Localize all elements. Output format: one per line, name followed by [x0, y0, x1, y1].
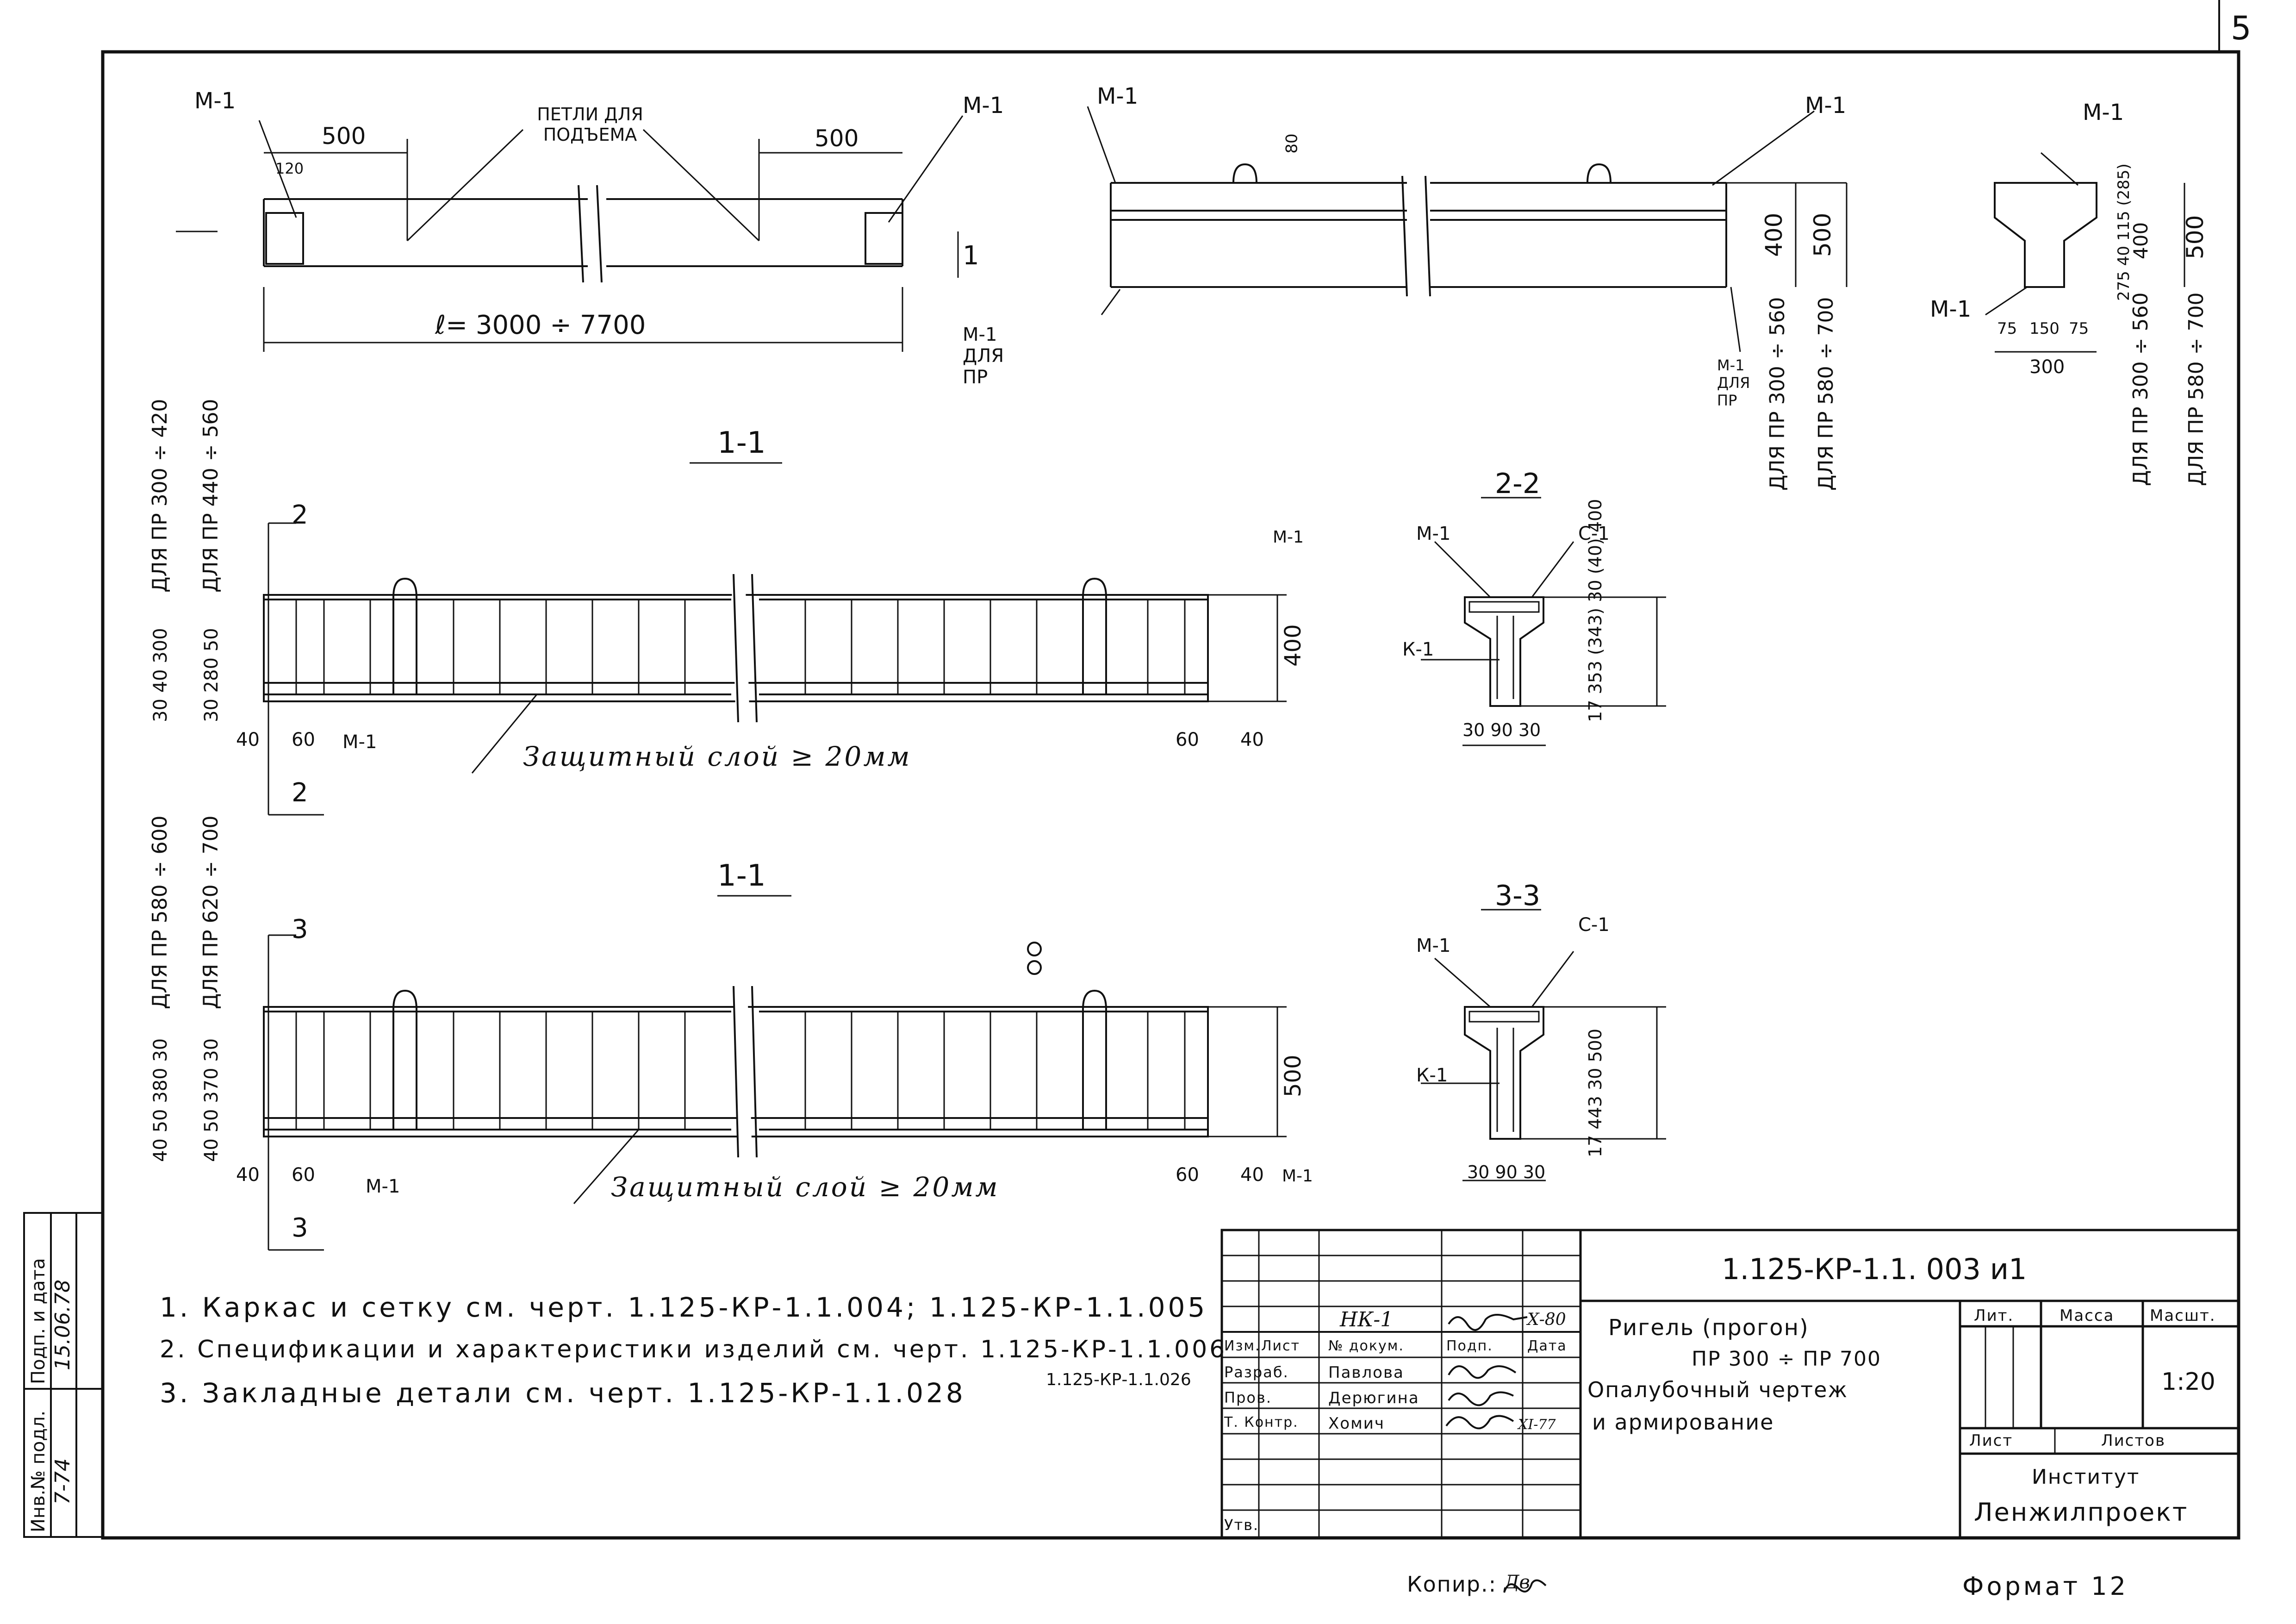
footer-copied: Копир.:: [1407, 1572, 1497, 1597]
sheet-number: 5: [2231, 9, 2252, 47]
label-m1-plan-left: М-1: [194, 88, 236, 114]
end-60-upper-right: 60: [1176, 729, 1199, 750]
protective-layer-lower: Защитный слой ≥ 20мм: [611, 1171, 1000, 1203]
dim-500-left: 500: [322, 123, 366, 150]
end-40-upper: 40: [236, 729, 260, 750]
label-m1-cs-bottom: М-1: [1930, 296, 1972, 322]
section-1-1-title-upper: 1-1: [717, 426, 766, 460]
end-40-lower: 40: [236, 1164, 260, 1186]
note-1: 1. Каркас и сетку см. черт. 1.125-КР-1.1…: [160, 1292, 1208, 1323]
note-3: 3. Закладные детали см. черт. 1.125-КР-1…: [160, 1377, 966, 1409]
elevation-view: [1087, 106, 1848, 352]
protective-layer-upper: Защитный слой ≥ 20мм: [523, 741, 912, 772]
s33-m1: М-1: [1416, 935, 1451, 956]
label-lifting-loops: ПЕТЛИ ДЛЯ ПОДЪЕМА: [537, 104, 643, 145]
s22-bottom-dims: 30 90 30: [1462, 720, 1541, 740]
cs-width-300: 300: [2029, 356, 2065, 378]
title-line-3: Опалубочный чертеж: [1587, 1377, 1848, 1402]
cross-section-3-3: [1421, 909, 1666, 1181]
sheet-label: Лист: [1969, 1431, 2013, 1450]
s33-bottom-dims: 30 90 30: [1467, 1162, 1546, 1182]
cross-section-top: [1985, 152, 2185, 353]
label-m1-plan-right: М-1: [963, 93, 1004, 119]
m1-upper-right: М-1: [1273, 528, 1304, 547]
cs-width-75b: 75: [2069, 319, 2089, 338]
m1-lower-right: М-1: [1282, 1167, 1313, 1186]
side-stamp-grid: [23, 1212, 104, 1538]
cut-mark-3-bottom: 3: [292, 1213, 308, 1243]
role-checker: Пров.: [1224, 1389, 1272, 1406]
title-line-1: Ригель (прогон): [1608, 1315, 1809, 1341]
s22-k1: К-1: [1402, 639, 1434, 660]
dim-80: 80: [1282, 133, 1301, 154]
section-1-1-title-lower: 1-1: [717, 859, 766, 893]
change-label: НК-1: [1340, 1308, 1394, 1331]
label-m1-elev-right: М-1: [1805, 93, 1847, 119]
scale-label: Масшт.: [2150, 1306, 2216, 1325]
footer-copied-sign: Дв: [1504, 1572, 1530, 1593]
name-tech-control: Хомич: [1328, 1414, 1385, 1433]
note-2-extra: 1.125-КР-1.1.026: [1046, 1370, 1191, 1389]
title-line-2: ПР 300 ÷ ПР 700: [1692, 1347, 1882, 1371]
cs-width-75a: 75: [1997, 319, 2017, 338]
end-40-lower-right: 40: [1240, 1164, 1264, 1186]
s22-c1: С-1: [1578, 523, 1610, 544]
cs-width-150: 150: [2029, 319, 2060, 338]
header-date: Дата: [1527, 1338, 1567, 1354]
role-developer: Разраб.: [1224, 1363, 1289, 1381]
end-60-upper: 60: [292, 729, 315, 750]
s22-m1: М-1: [1416, 523, 1451, 544]
role-tech-control: Т. Контр.: [1224, 1414, 1299, 1430]
title-line-4: и армирование: [1592, 1410, 1774, 1435]
section-2-2-title: 2-2: [1495, 468, 1540, 500]
header-list: Лист: [1261, 1338, 1300, 1354]
scale-value: 1:20: [2161, 1368, 2215, 1396]
header-doc: № докум.: [1328, 1338, 1404, 1354]
cut-mark-2: 2: [292, 500, 308, 530]
end-60-lower: 60: [292, 1164, 315, 1186]
end-40-upper-right: 40: [1240, 729, 1264, 750]
label-m1-elev-top: М-1: [1097, 83, 1139, 109]
section-1-1-upper: [263, 462, 1287, 816]
header-izm: Изм.: [1224, 1338, 1261, 1354]
label-m1-cs-top: М-1: [2083, 100, 2124, 125]
sheets-label: Листов: [2101, 1431, 2166, 1450]
label-m1-for-pr-right: М-1 ДЛЯ ПР: [1717, 356, 1750, 409]
cut-mark-3: 3: [292, 914, 308, 944]
dim-500-right: 500: [815, 125, 859, 152]
cut-mark-2-bottom: 2: [292, 778, 308, 808]
label-m1-for-pr: М-1 ДЛЯ ПР: [963, 324, 1004, 388]
m1-lower-left: М-1: [366, 1176, 400, 1197]
cross-section-2-2: [1421, 497, 1666, 746]
sign-date: XI-77: [1518, 1417, 1556, 1433]
footer-format: Формат 12: [1962, 1572, 2128, 1601]
dim-120: 120: [275, 160, 304, 177]
name-developer: Павлова: [1328, 1363, 1404, 1382]
role-approved: Утв.: [1224, 1516, 1259, 1534]
title-block-grid: [1220, 1229, 2240, 1539]
org-line-2: Ленжилпроект: [1974, 1498, 2189, 1527]
section-1-1-lower: [263, 895, 1287, 1251]
note-2: 2. Спецификации и характеристики изделий…: [160, 1336, 1227, 1363]
end-60-lower-right: 60: [1176, 1164, 1199, 1186]
plan-view: [176, 115, 964, 352]
s33-k1: К-1: [1416, 1065, 1448, 1086]
document-code: 1.125-КР-1.1. 003 и1: [1722, 1252, 2027, 1286]
change-date: Х-80: [1527, 1310, 1566, 1329]
header-sign: Подп.: [1446, 1338, 1493, 1354]
org-line-1: Институт: [2032, 1465, 2140, 1489]
section-3-3-title: 3-3: [1495, 880, 1540, 912]
lit-label: Лит.: [1974, 1306, 2014, 1325]
mass-label: Масса: [2060, 1306, 2115, 1325]
m1-upper-left: М-1: [342, 731, 377, 753]
label-span-range: ℓ= 3000 ÷ 7700: [435, 310, 646, 340]
s33-c1: С-1: [1578, 914, 1610, 936]
section-mark-1: 1: [963, 241, 979, 271]
name-checker: Дерюгина: [1328, 1389, 1419, 1407]
